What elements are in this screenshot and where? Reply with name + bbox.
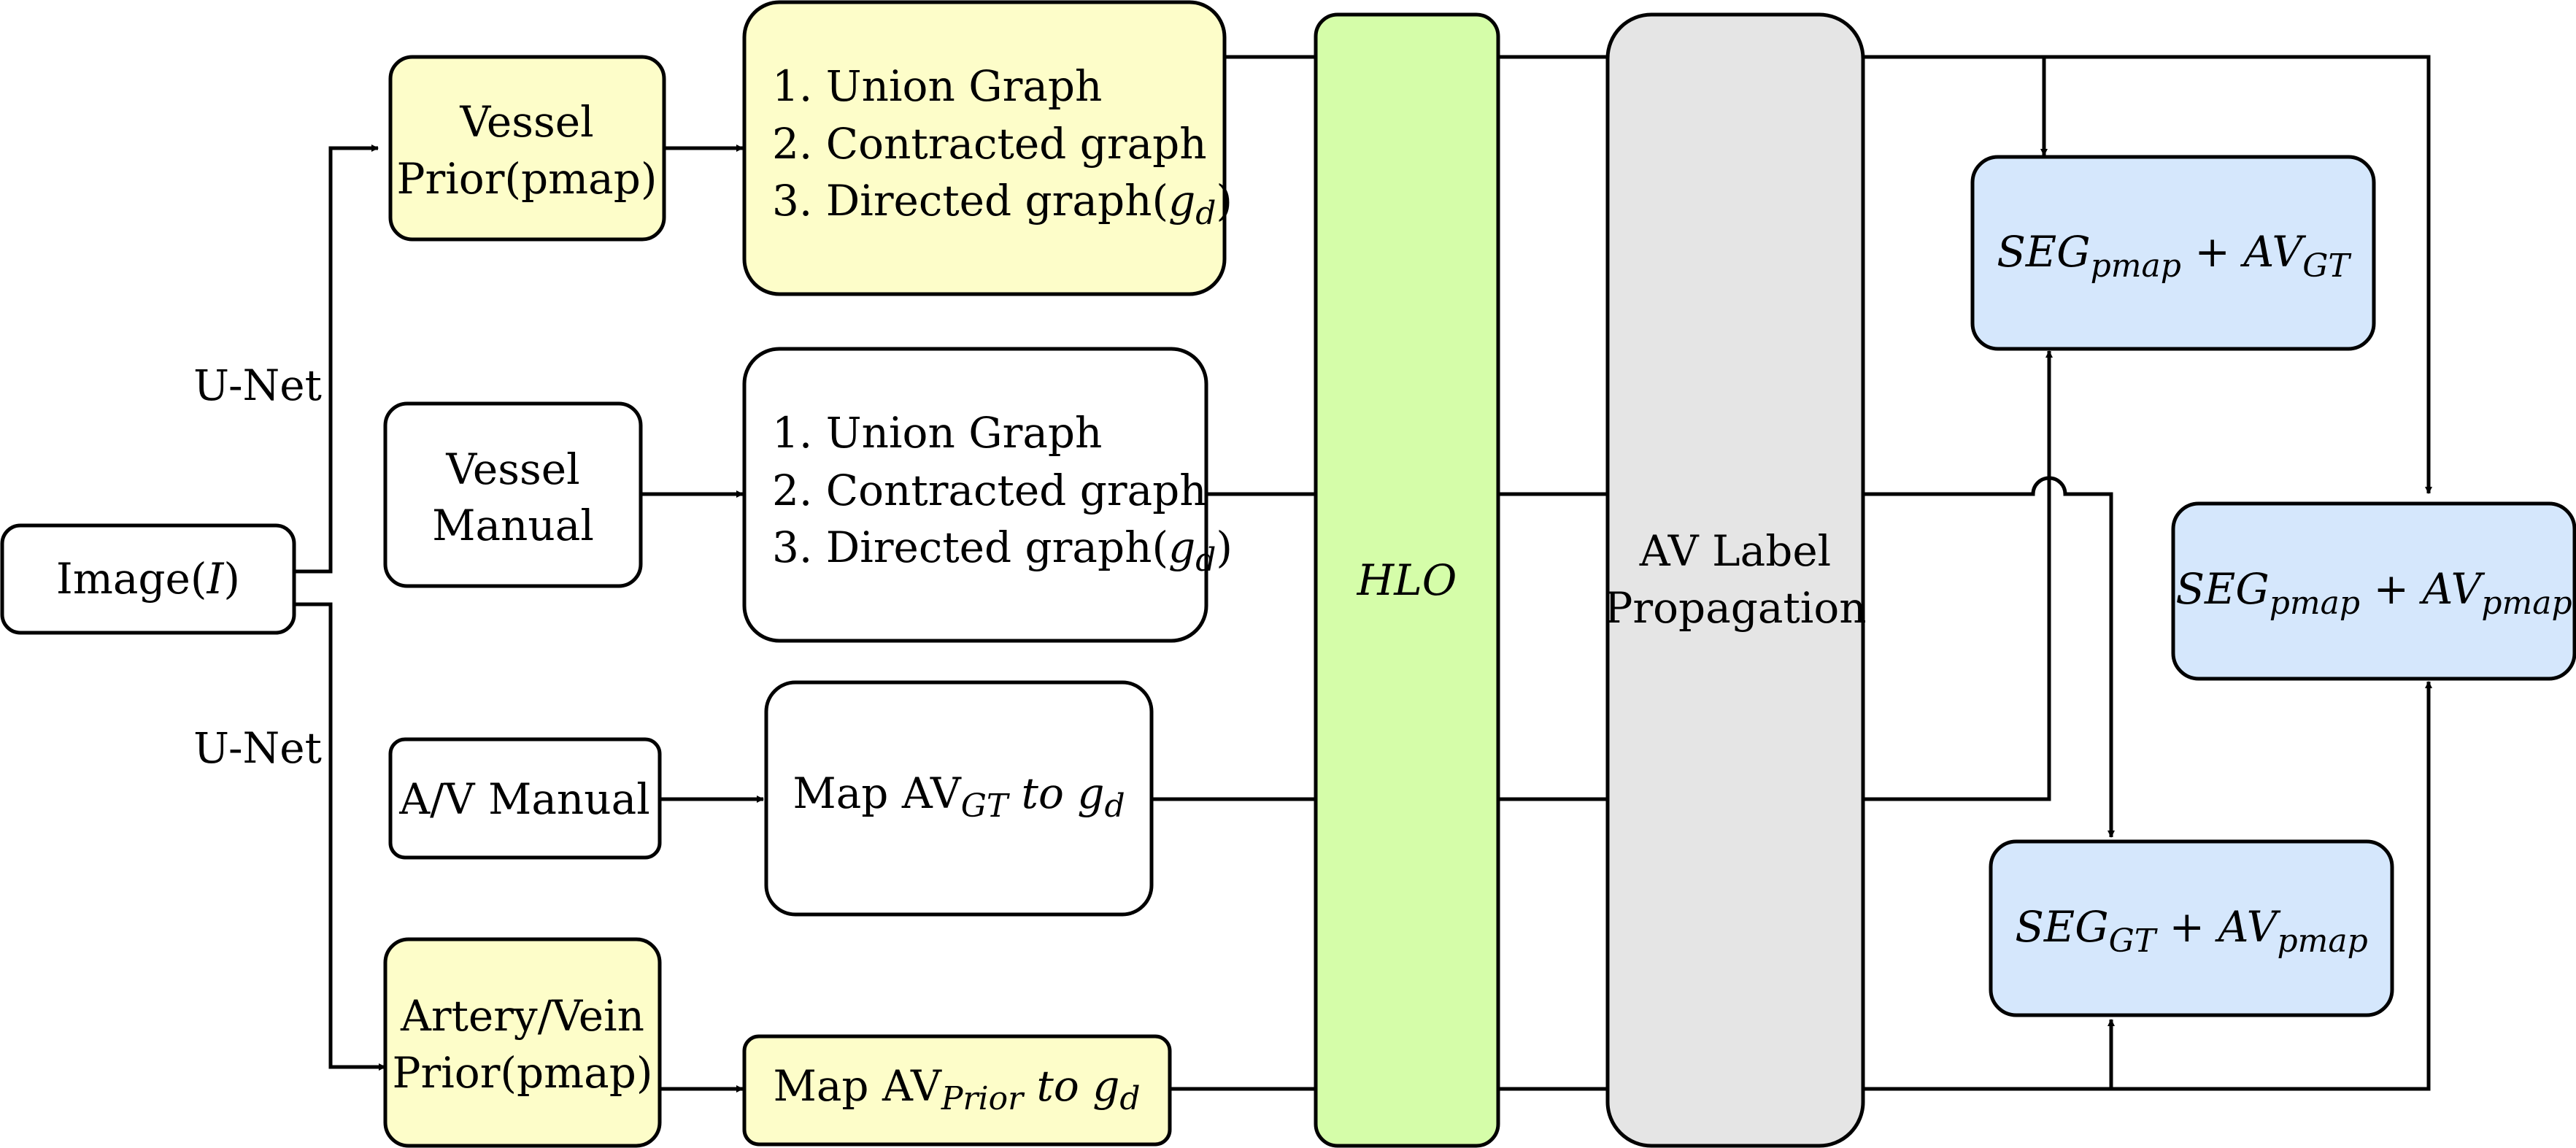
out2-plus: +: [2360, 564, 2422, 614]
graph-prior-item1: 1. Union Graph: [772, 61, 1102, 111]
svg-text:Image(I): Image(I): [56, 554, 240, 604]
svg-text:SEGGT + AVpmap: SEGGT + AVpmap: [2015, 902, 2368, 960]
node-out-seg-pmap-av-pmap: SEGpmap + AVpmap: [2171, 501, 2576, 681]
svg-text:Map AVGT to gd: Map AVGT to gd: [793, 768, 1125, 825]
edge-row3-to-seg-pmap-av-gt: [1863, 350, 2053, 801]
node-image: Image(I): [0, 523, 296, 635]
edge-label-unet-top: U-Net: [193, 361, 322, 410]
vessel-prior-line2: Prior(pmap): [396, 154, 657, 204]
edge-row1-to-outputs: [1863, 55, 2432, 494]
node-graph-manual: 1. Union Graph 2. Contracted graph 3. Di…: [742, 347, 1233, 643]
out1-a-sub: pmap: [2091, 247, 2181, 285]
map-av-prior-label: Map AV: [773, 1061, 942, 1111]
node-graph-manual-box: [742, 347, 1208, 643]
node-out-seg-pmap-av-pmap-box: [2171, 501, 2576, 681]
vessel-manual-line2: Manual: [432, 501, 594, 550]
out3-a: SEG: [2015, 902, 2108, 952]
node-out-seg-pmap-av-gt-box: [1970, 155, 2376, 351]
svg-text:3. Directed graph(gd): 3. Directed graph(gd): [772, 176, 1233, 232]
vessel-prior-line1: Vessel: [459, 97, 593, 147]
av-prior-line2: Prior(pmap): [392, 1048, 652, 1098]
out1-plus: +: [2181, 227, 2243, 277]
propagation-line1: AV Label: [1639, 526, 1831, 576]
edge-image-to-vessel-prior: [294, 145, 379, 574]
map-av-gt-sub: GT: [961, 787, 1011, 825]
node-map-av-gt-box: [764, 680, 1154, 917]
av-prior-line1: Artery/Vein: [400, 991, 644, 1041]
svg-text:3. Directed graph(gd): 3. Directed graph(gd): [772, 523, 1233, 579]
graph-prior-item3-close: ): [1216, 176, 1233, 226]
vessel-manual-line1: Vessel: [445, 444, 579, 494]
edges: [294, 55, 2432, 1093]
node-out-seg-gt-av-pmap: SEGGT + AVpmap: [1989, 839, 2394, 1017]
graph-manual-item3-sub: d: [1195, 542, 1216, 579]
node-av-manual-box: [388, 737, 662, 860]
node-image-box: [0, 523, 296, 635]
map-av-gt-label: Map AV: [793, 768, 962, 818]
node-map-av-prior: Map AVPrior to gd: [742, 1034, 1172, 1147]
graph-manual-item2: 2. Contracted graph: [772, 466, 1207, 515]
edge-row2-to-seg-gt-av-pmap: [1863, 476, 2115, 838]
node-vessel-prior-box: [388, 55, 666, 242]
node-graph-prior: 1. Union Graph 2. Contracted graph 3. Di…: [742, 0, 1233, 296]
node-graph-prior-box: [742, 0, 1227, 296]
node-av-propagation-box: [1605, 12, 1865, 1148]
out2-a: SEG: [2175, 564, 2269, 614]
propagation-line2: Propagation: [1604, 583, 1866, 633]
out1-b: AV: [2240, 227, 2306, 277]
out2-a-sub: pmap: [2270, 585, 2360, 622]
node-map-av-prior-box: [742, 1034, 1172, 1147]
hlo-label: HLO: [1357, 555, 1457, 605]
out3-a-sub: GT: [2109, 922, 2159, 960]
edge-row4-to-outputs: [1863, 681, 2432, 1091]
svg-text:SEGpmap + AVGT: SEGpmap + AVGT: [1997, 227, 2352, 285]
svg-text:SEGpmap + AVpmap: SEGpmap + AVpmap: [2175, 564, 2572, 622]
node-out-seg-gt-av-pmap-box: [1989, 839, 2394, 1017]
node-av-propagation: AV Label Propagation: [1604, 12, 1867, 1148]
edge-label-unet-bottom: U-Net: [193, 723, 322, 773]
graph-prior-item2: 2. Contracted graph: [772, 119, 1207, 169]
graph-prior-item3: 3. Directed graph(: [772, 176, 1168, 226]
graph-prior-item3-var: g: [1168, 176, 1195, 226]
map-av-gt-rest: to g: [1008, 768, 1104, 818]
out3-b-sub: pmap: [2277, 922, 2367, 960]
image-close: ): [223, 554, 240, 604]
node-av-prior: Artery/Vein Prior(pmap): [383, 937, 662, 1148]
graph-manual-item1: 1. Union Graph: [772, 408, 1102, 458]
graph-manual-item3: 3. Directed graph(: [772, 523, 1168, 572]
map-av-gt-sub2: d: [1104, 787, 1125, 825]
node-av-prior-box: [383, 937, 662, 1148]
map-av-prior-rest: to g: [1023, 1061, 1119, 1111]
node-vessel-manual: Vessel Manual: [383, 401, 643, 588]
node-out-seg-pmap-av-gt: SEGpmap + AVGT: [1970, 155, 2376, 351]
node-hlo-box: [1314, 12, 1500, 1148]
node-vessel-prior: Vessel Prior(pmap): [388, 55, 666, 242]
node-map-av-gt: Map AVGT to gd: [764, 680, 1154, 917]
node-av-manual: A/V Manual: [388, 737, 662, 860]
graph-manual-item3-var: g: [1168, 523, 1195, 572]
graph-manual-item3-close: ): [1216, 523, 1233, 572]
out1-b-sub: GT: [2302, 247, 2352, 285]
svg-text:Map AVPrior to gd: Map AVPrior to gd: [773, 1061, 1140, 1117]
image-var: I: [207, 554, 225, 604]
av-manual-label: A/V Manual: [398, 774, 650, 824]
node-vessel-manual-box: [383, 401, 643, 588]
out3-plus: +: [2156, 902, 2218, 952]
graph-prior-item3-sub: d: [1195, 195, 1216, 232]
edge-image-to-av-prior: [294, 602, 386, 1071]
map-av-prior-sub: Prior: [941, 1080, 1025, 1117]
out1-a: SEG: [1997, 227, 2090, 277]
node-hlo: HLO: [1314, 12, 1500, 1148]
map-av-prior-sub2: d: [1119, 1080, 1140, 1117]
out2-b-sub: pmap: [2481, 585, 2572, 622]
image-label: Image(: [56, 554, 207, 604]
out3-b: AV: [2215, 902, 2281, 952]
out2-b: AV: [2419, 564, 2486, 614]
